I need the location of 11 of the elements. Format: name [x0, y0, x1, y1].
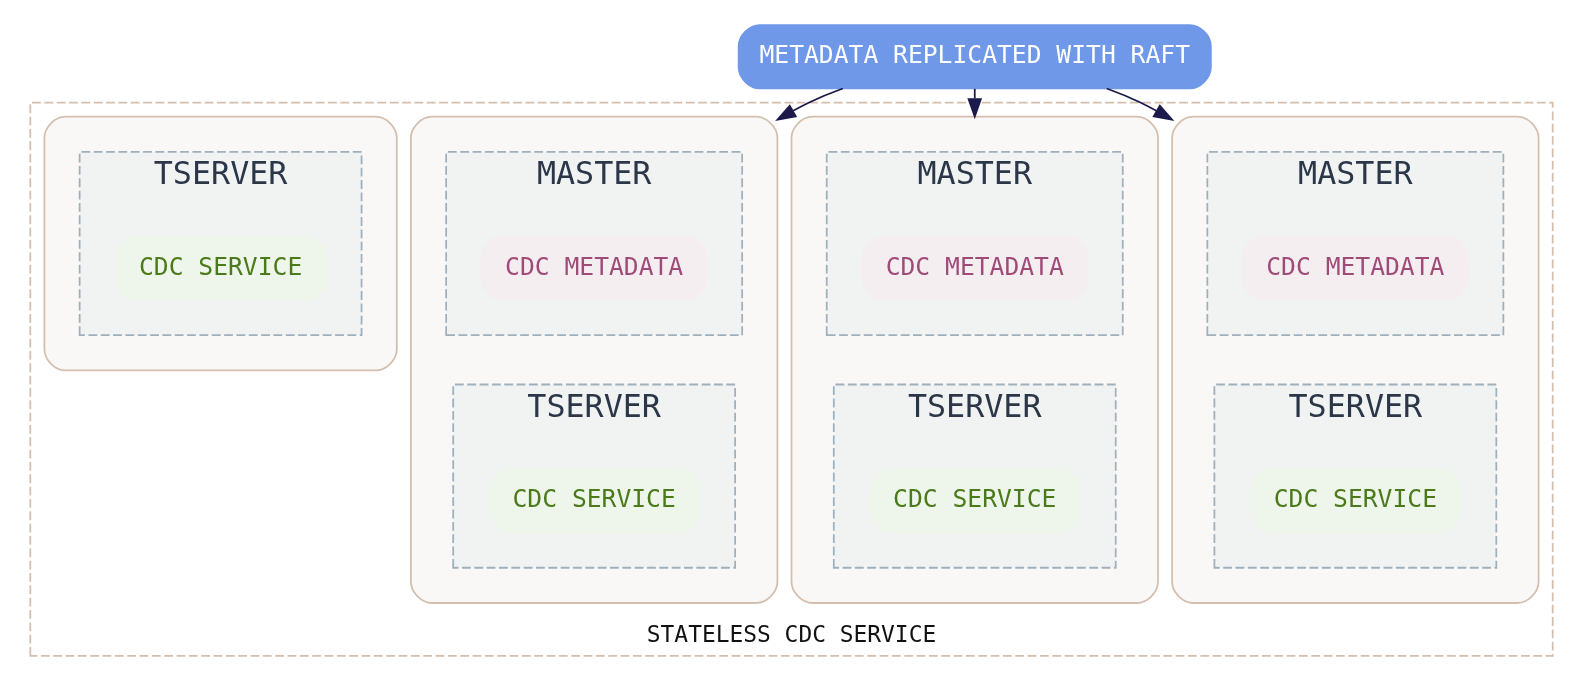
node-text: CDC METADATA	[1266, 251, 1445, 281]
node-box: METADATA REPLICATED WITH RAFT	[737, 23, 1212, 89]
cluster	[43, 115, 398, 371]
arrow	[775, 87, 844, 121]
node-text: CDC METADATA	[505, 251, 684, 281]
arrow	[1105, 87, 1175, 121]
cluster	[1171, 115, 1540, 604]
cluster	[410, 115, 779, 604]
node-text: CDC METADATA	[885, 251, 1064, 281]
cluster	[790, 115, 1159, 604]
arrow	[967, 87, 983, 119]
